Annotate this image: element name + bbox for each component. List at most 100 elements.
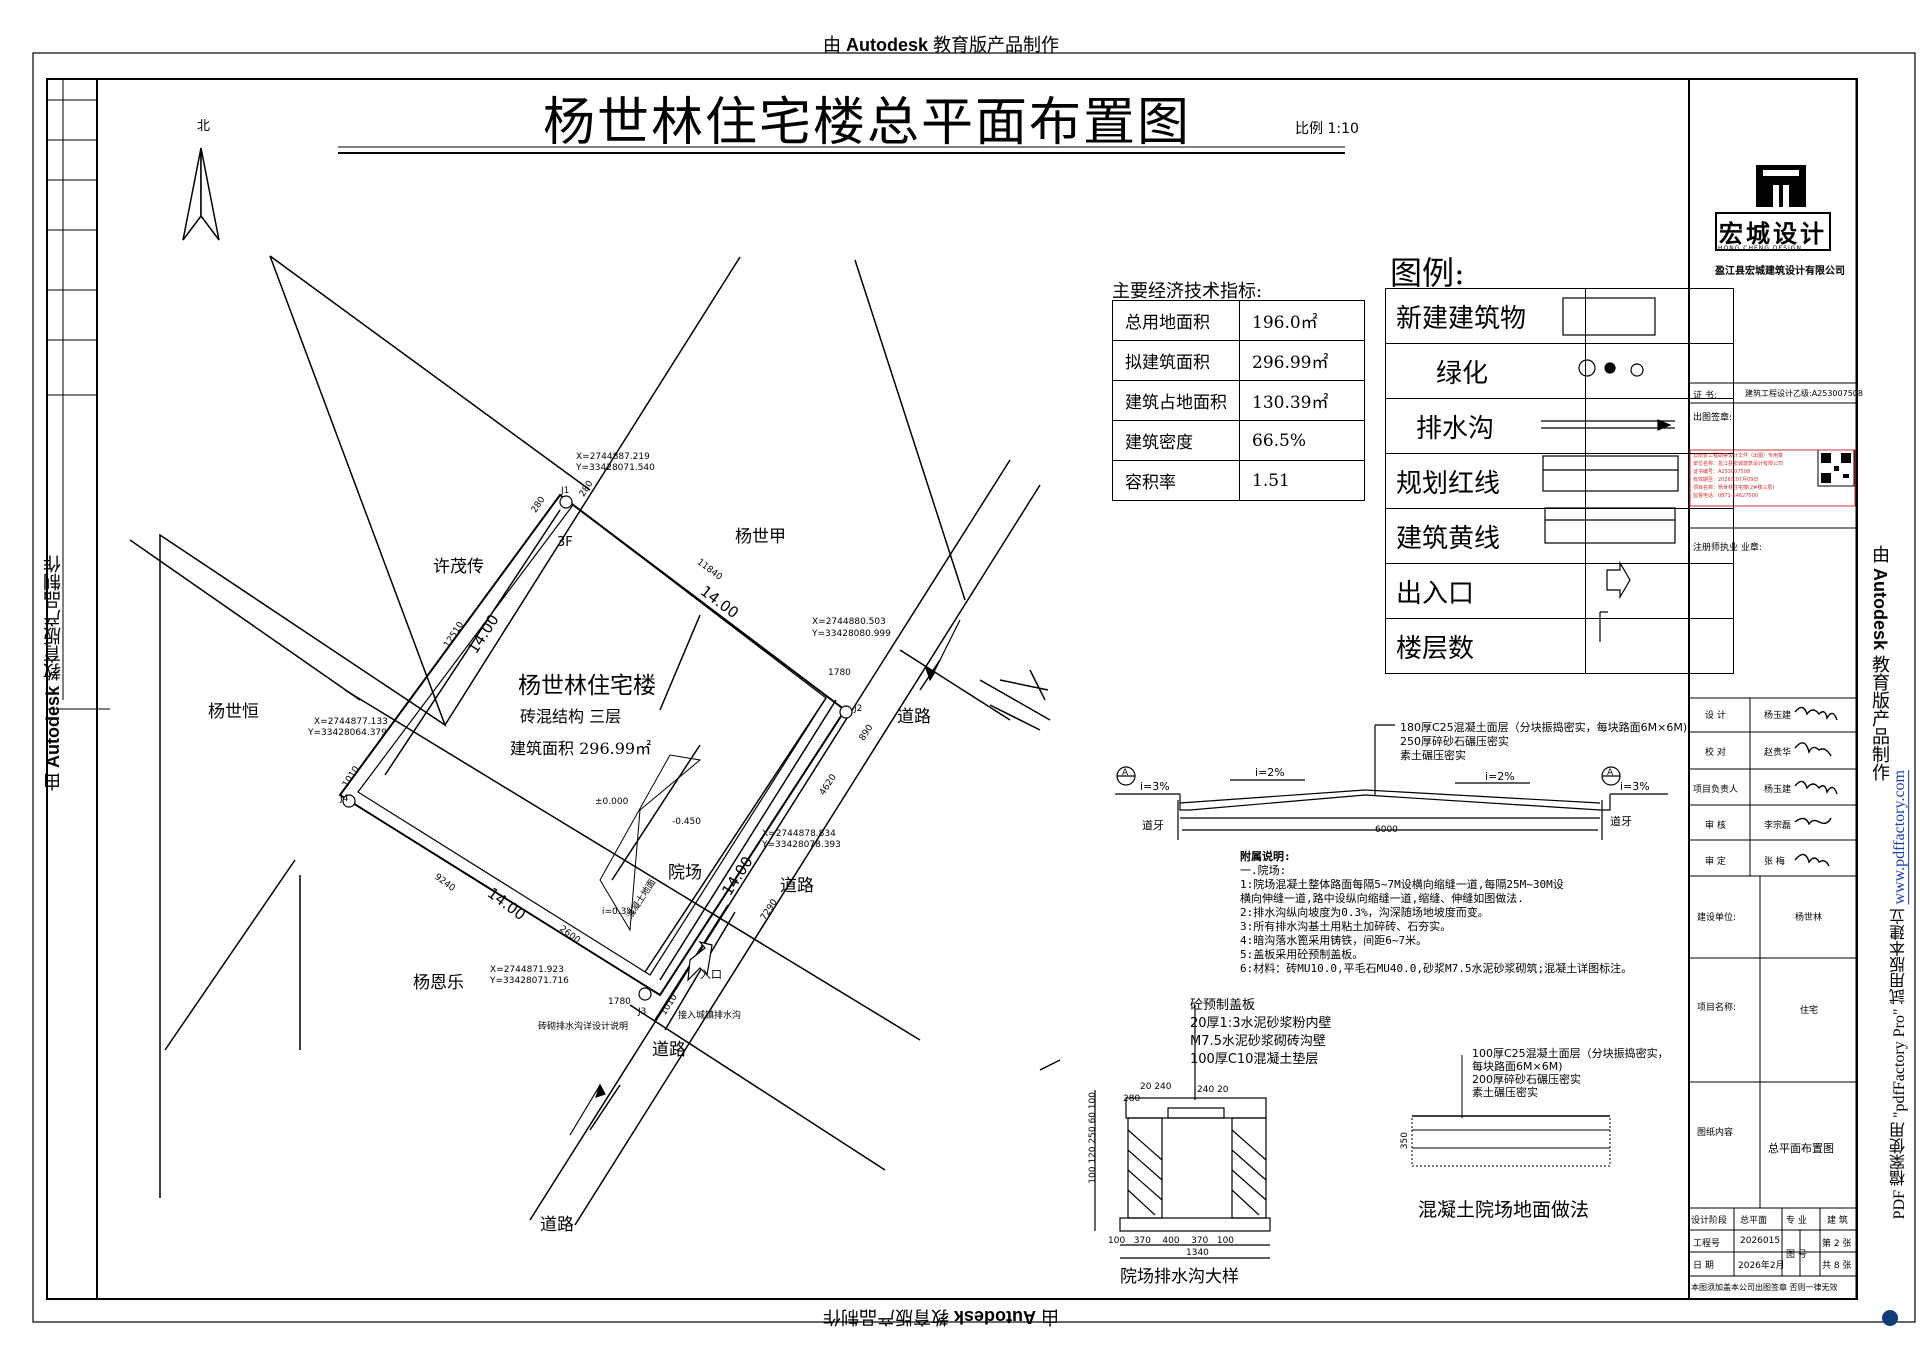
- drain-dims-side: 100 120 250 60 100: [1088, 1092, 1098, 1184]
- tb-role: 审 核: [1705, 821, 1726, 831]
- no-label: 工程号: [1693, 1239, 1721, 1249]
- project-value: 住宅: [1800, 1006, 1819, 1016]
- legend-row: 绿化: [1385, 343, 1734, 399]
- design-stamp: 云南省工程勘察设计文件（出图）专用章 单位名称：盈江县宏城建筑设计有限公司 证书…: [1693, 453, 1784, 499]
- section-slope: i=2%: [1485, 770, 1515, 783]
- watermark-left: 由 Autodesk 教育版产品制作: [43, 555, 63, 792]
- legend-row: 排水沟: [1385, 398, 1734, 454]
- point-label: J3: [638, 1007, 647, 1017]
- road-section-drawing: [1115, 724, 1668, 840]
- neighbor-label: 杨恩乐: [413, 973, 464, 993]
- drain-dims-bottom: 100 370 400 370 100: [1108, 1236, 1235, 1246]
- road-arrows: [569, 619, 961, 1136]
- section-layer: 180厚C25混凝土面层（分块振捣密实，每块路面6M×6M): [1400, 721, 1688, 734]
- tb-role: 校 对: [1705, 748, 1726, 758]
- major-value: 建 筑: [1827, 1216, 1848, 1226]
- company-name: 宏城设计: [1715, 212, 1831, 251]
- coordinate: Y=33428078.393: [762, 840, 841, 850]
- notes: 附属说明: 一.院场: 1:院场混凝土整体路面每隔5~7M设横向缩缝一道,每隔2…: [1240, 850, 1633, 975]
- stamp-label: 出图签章:: [1693, 413, 1733, 423]
- no-value: 2026015: [1740, 1236, 1781, 1246]
- tb-role: 项目负责人: [1693, 785, 1739, 795]
- yard-label: 院场: [668, 863, 702, 883]
- slope-label: i=0.3%: [602, 907, 635, 917]
- company-name-en: HONG CHENG DESIGN: [1718, 245, 1802, 252]
- concrete-detail-drawing: [1411, 1055, 1611, 1167]
- title-block-footer: 本图须加盖本公司出图签章 否则一律无效: [1691, 1283, 1838, 1292]
- entrance-label: 入口: [700, 968, 722, 981]
- drain-dim-top: 240 20: [1197, 1085, 1229, 1095]
- entrance-arrow-icon: [687, 940, 713, 982]
- date-label: 日 期: [1693, 1261, 1714, 1271]
- legend-row: 规划红线: [1385, 453, 1734, 509]
- building-name: 杨世林住宅楼: [518, 673, 656, 699]
- drain-callouts: 砼预制盖板 20厚1:3水泥砂浆粉内壁 M7.5水泥砂浆砌砖沟壁 100厚C10…: [1190, 998, 1332, 1067]
- tb-person: 李宗磊: [1764, 821, 1792, 831]
- concrete-dim: 350: [1400, 1132, 1410, 1150]
- pdffactory-link[interactable]: www.pdffactory.com: [1891, 770, 1908, 905]
- watermark-top: 由 Autodesk 教育版产品制作: [823, 35, 1060, 55]
- content-value: 总平面布置图: [1768, 1142, 1834, 1155]
- page-title: 杨世林住宅楼总平面布置图: [543, 93, 1192, 153]
- binding-strip: [47, 79, 97, 700]
- stage-label: 设计阶段: [1691, 1216, 1728, 1226]
- section-width: 6000: [1375, 825, 1398, 835]
- coordinate: Y=33428064.379: [308, 728, 387, 738]
- project-label: 项目名称:: [1697, 1003, 1737, 1013]
- elevation: ±0.000: [595, 797, 629, 807]
- point-label: J1: [561, 486, 570, 496]
- stage-value: 总平面: [1740, 1216, 1768, 1226]
- eco-title: 主要经济技术指标:: [1112, 281, 1263, 302]
- legend-table: 新建建筑物 绿化 排水沟 规划红线 建筑黄线 出入口 楼层数: [1385, 288, 1734, 674]
- floors-label: 3F: [557, 535, 573, 550]
- total-value: 共 8 张: [1822, 1261, 1852, 1271]
- pdf-icon: [1882, 1310, 1898, 1326]
- client-value: 杨世林: [1795, 913, 1823, 923]
- scale-label: 比例 1:10: [1295, 121, 1359, 137]
- section-layer: 250厚碎砂石碾压密实: [1400, 735, 1509, 748]
- building-area: 建筑面积 296.99㎡: [510, 739, 652, 758]
- concrete-callouts: 100厚C25混凝土面层（分块振捣密实， 每块路面6M×6M) 200厚碎砂石碾…: [1472, 1047, 1669, 1099]
- section-slope: i=3%: [1620, 780, 1650, 793]
- legend-row: 出入口: [1385, 563, 1734, 619]
- section-curb: 道牙: [1610, 815, 1632, 828]
- tb-person: 赵贵华: [1764, 748, 1792, 758]
- section-curb: 道牙: [1142, 819, 1164, 832]
- legend-row: 建筑黄线: [1385, 508, 1734, 564]
- section-slope: i=2%: [1255, 766, 1285, 779]
- tb-person: 杨玉建: [1764, 711, 1792, 721]
- road-label: 道路: [897, 707, 931, 727]
- dimension: 1780: [608, 997, 631, 1007]
- neighbor-label: 许茂传: [433, 557, 484, 577]
- road-label: 道路: [780, 876, 814, 896]
- concrete-detail-title: 混凝土院场地面做法: [1418, 1199, 1590, 1221]
- pdffactory-notice: PDF 檔案使用 "pdfFactory Pro" 試用版本建立 www.pdf…: [1891, 770, 1908, 1220]
- drain-total: 1340: [1186, 1248, 1209, 1258]
- point-label: J2: [854, 704, 863, 714]
- legend-row: 新建建筑物: [1385, 288, 1734, 344]
- content-label: 图纸内容: [1697, 1128, 1734, 1138]
- outer-frame: [32, 52, 1916, 1323]
- drain-detail-title: 院场排水沟大样: [1120, 1267, 1239, 1287]
- elevation: -0.450: [672, 817, 702, 827]
- cert-label: 证 书:: [1693, 391, 1717, 401]
- north-label: 北: [197, 119, 211, 134]
- legend-title: 图例:: [1390, 254, 1465, 292]
- coordinate: X=2744878.834: [762, 829, 836, 839]
- cert-value: 建筑工程设计乙级:A253007508: [1745, 389, 1863, 398]
- coordinate: Y=33428071.540: [576, 463, 655, 473]
- road-label: 道路: [540, 1215, 574, 1235]
- client-label: 建设单位:: [1697, 913, 1737, 923]
- coordinate: X=2744877.133: [314, 717, 388, 727]
- coordinate: Y=33428071.716: [490, 976, 569, 986]
- inlet-note: 接入城镇排水沟: [678, 1011, 742, 1021]
- tb-person: 杨玉建: [1764, 785, 1792, 795]
- reg-label: 注册师执业 业章:: [1693, 543, 1762, 553]
- drain-detail-drawing: [1094, 1005, 1271, 1259]
- company-logo-icon: [1756, 165, 1806, 207]
- coordinate: X=2744887.219: [576, 452, 650, 462]
